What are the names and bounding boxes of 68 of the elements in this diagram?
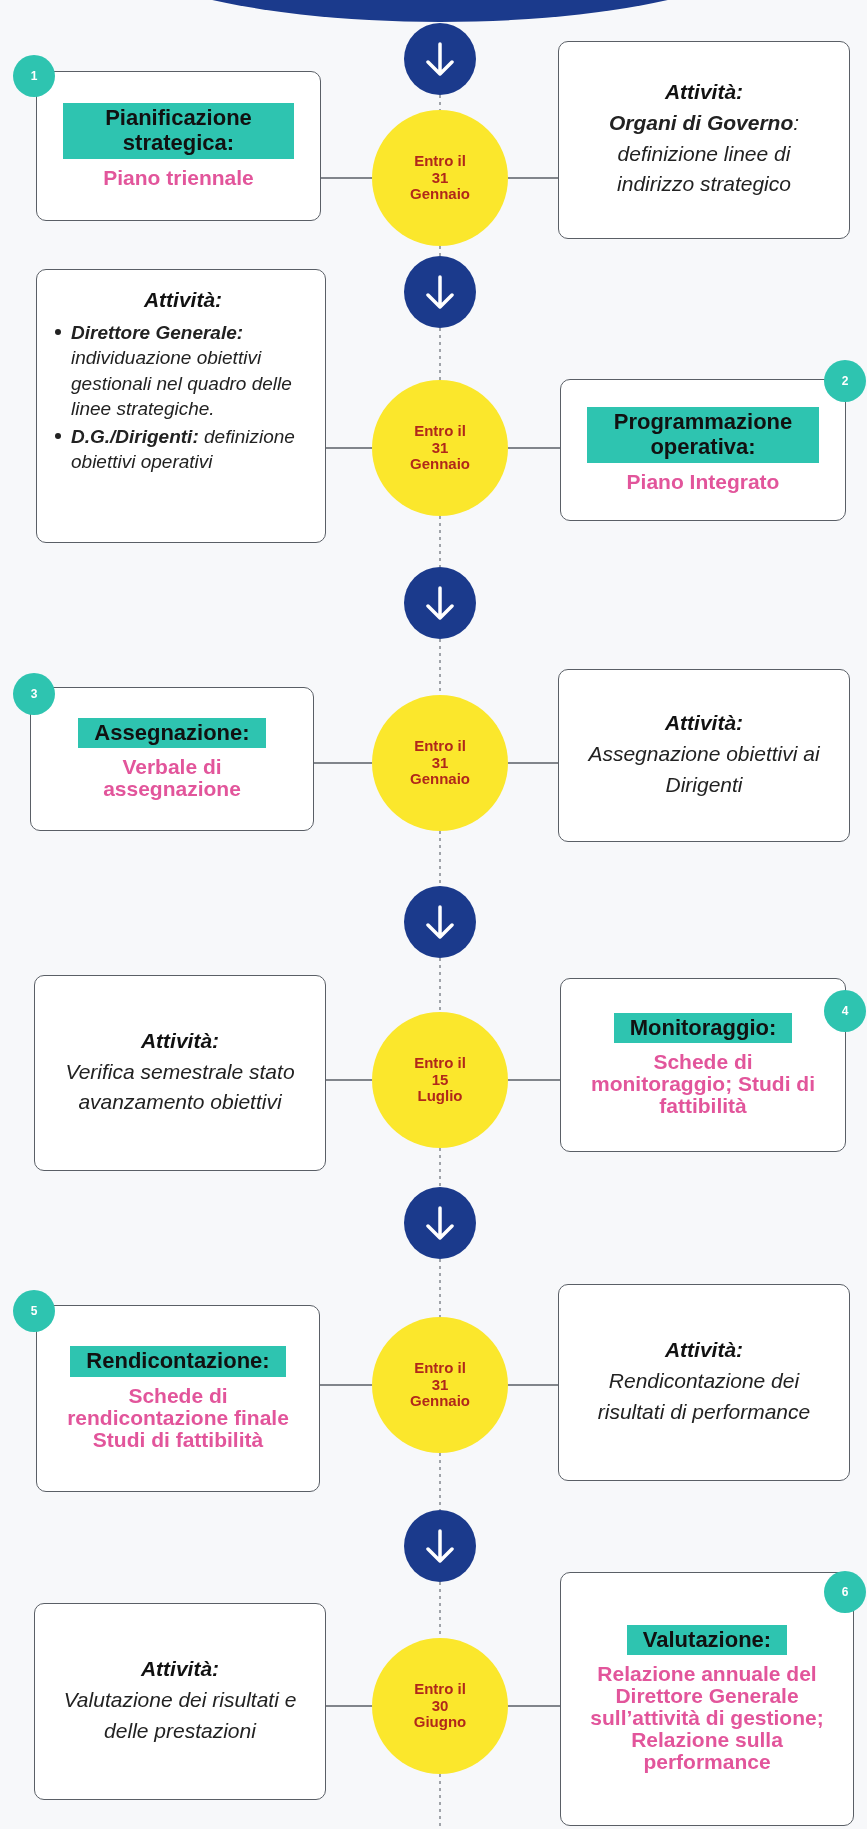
step-title: Rendicontazione:: [70, 1346, 286, 1377]
deadline-circle: Entro il 30 Giugno: [372, 1638, 508, 1774]
step-number-badge: 1: [13, 55, 55, 97]
output-card: [560, 1572, 854, 1826]
step-number-badge: 6: [824, 1571, 866, 1613]
step-title: Pianificazione strategica:: [63, 103, 294, 159]
deadline-circle: Entro il 31 Gennaio: [372, 695, 508, 831]
deadline-circle: Entro il 31 Gennaio: [372, 1317, 508, 1453]
activity-card: [34, 1603, 326, 1800]
output-card: [36, 71, 321, 221]
output-card: [36, 1305, 320, 1492]
dashed-connector-line: [439, 245, 441, 257]
output-document-text: Piano Integrato: [626, 470, 780, 493]
activity-heading: Attività:: [143, 288, 223, 312]
activity-card: [558, 41, 850, 239]
dashed-connector-line: [439, 327, 441, 381]
dashed-connector-line: [439, 94, 441, 111]
activity-card: [558, 1284, 850, 1481]
activity-text: Organi di Governo: definizione linee di indirizzo strategico: [607, 110, 801, 198]
connector-line: [319, 1384, 373, 1386]
deadline-circle: Entro il 31 Gennaio: [372, 380, 508, 516]
activity-heading: Attività:: [140, 1028, 220, 1053]
activity-bullet-text: D.G./Dirigenti: definizione obiettivi operativi: [71, 425, 296, 475]
step-title: Programmazione operativa:: [587, 407, 819, 463]
step-number-badge: 3: [13, 673, 55, 715]
activity-heading: Attività:: [664, 711, 744, 736]
output-card: [30, 687, 314, 831]
step-number-badge: 2: [824, 360, 866, 402]
step-title: Valutazione:: [626, 1624, 788, 1656]
output-document-text: Schede di rendicontazione finale Studi di fattibilità: [66, 1384, 290, 1451]
deadline-circle: Entro il 15 Luglio: [372, 1012, 508, 1148]
dashed-connector-line: [439, 957, 441, 1013]
activity-card: [558, 669, 850, 842]
activity-text: Verifica semestrale stato avanzamento obiettivi: [64, 1058, 296, 1115]
connector-line: [507, 762, 559, 764]
activity-heading: Attività:: [664, 1338, 744, 1363]
connector-line: [507, 1705, 561, 1707]
output-document-text: Relazione annuale del Direttore Generale sull’attività di gestione; Relazione sulla performance: [589, 1663, 825, 1774]
step-number-badge: 4: [824, 990, 866, 1032]
activity-text: Valutazione dei risultati e delle prestazioni: [62, 1687, 298, 1744]
connector-line: [507, 1384, 559, 1386]
connector-line: [507, 1079, 561, 1081]
dashed-connector-line: [439, 1773, 441, 1829]
dashed-connector-line: [439, 1147, 441, 1188]
output-document-text: Schede di monitoraggio; Studi di fattibilità: [590, 1051, 816, 1118]
activity-text: Rendicontazione dei risultati di performance: [596, 1368, 812, 1425]
connector-line: [325, 447, 373, 449]
connector-line: [325, 1705, 373, 1707]
step-title: Assegnazione:: [78, 717, 266, 749]
dashed-connector-line: [439, 1452, 441, 1511]
activity-heading: Attività:: [664, 80, 744, 105]
activity-card: [36, 269, 326, 543]
dashed-connector-line: [439, 515, 441, 568]
step-title: Monitoraggio:: [613, 1012, 793, 1044]
activity-card: [34, 975, 326, 1171]
output-document-text: Verbale di assegnazione: [102, 756, 242, 801]
connector-line: [507, 177, 559, 179]
connector-line: [320, 177, 373, 179]
deadline-circle: Entro il 31 Gennaio: [372, 110, 508, 246]
dashed-connector-line: [439, 1258, 441, 1318]
activity-bullet-text: Direttore Generale: individuazione obiettivi gestionali nel quadro delle linee strategiche.: [71, 321, 293, 421]
step-number-badge: 5: [13, 1290, 55, 1332]
connector-line: [313, 762, 373, 764]
activity-text: Assegnazione obiettivi ai Dirigenti: [586, 741, 821, 798]
connector-line: [507, 447, 561, 449]
connector-line: [325, 1079, 373, 1081]
activity-heading: Attività:: [140, 1657, 220, 1682]
output-document-text: Piano triennale: [103, 166, 254, 189]
